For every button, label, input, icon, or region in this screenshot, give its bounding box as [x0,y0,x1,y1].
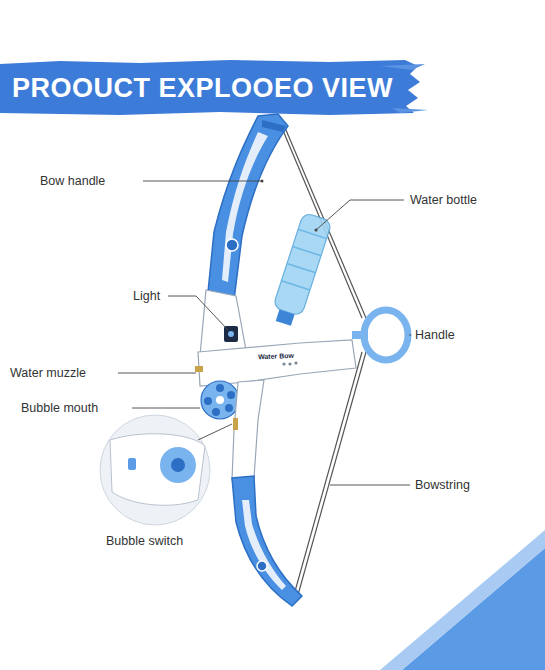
bow-riser [200,290,246,356]
part-label: Water bottle [410,193,477,207]
product-badge-text: Water Bow [257,352,295,360]
part-label: Bubble mouth [21,401,98,415]
page-title: PROOUCT EXPLOOEO VIEW [12,73,393,104]
bow-lower-limb [232,476,302,606]
part-label: Bubble switch [106,534,183,548]
water-bottle [269,212,332,328]
part-label: Water muzzle [10,366,86,380]
title-banner [0,60,420,115]
bubble-switch-inset [100,415,210,525]
bubble-mouth [201,381,239,419]
part-label: Bowstring [415,478,470,492]
part-label: Bow handle [40,174,105,188]
handle-ring [362,310,408,360]
gun-body [195,331,364,386]
part-label: Light [133,289,160,303]
bow-upper-limb [208,114,288,300]
part-label: Handle [415,328,455,342]
gun-grip [232,380,264,480]
leader-lines [118,181,411,485]
corner-band-light [380,530,545,670]
